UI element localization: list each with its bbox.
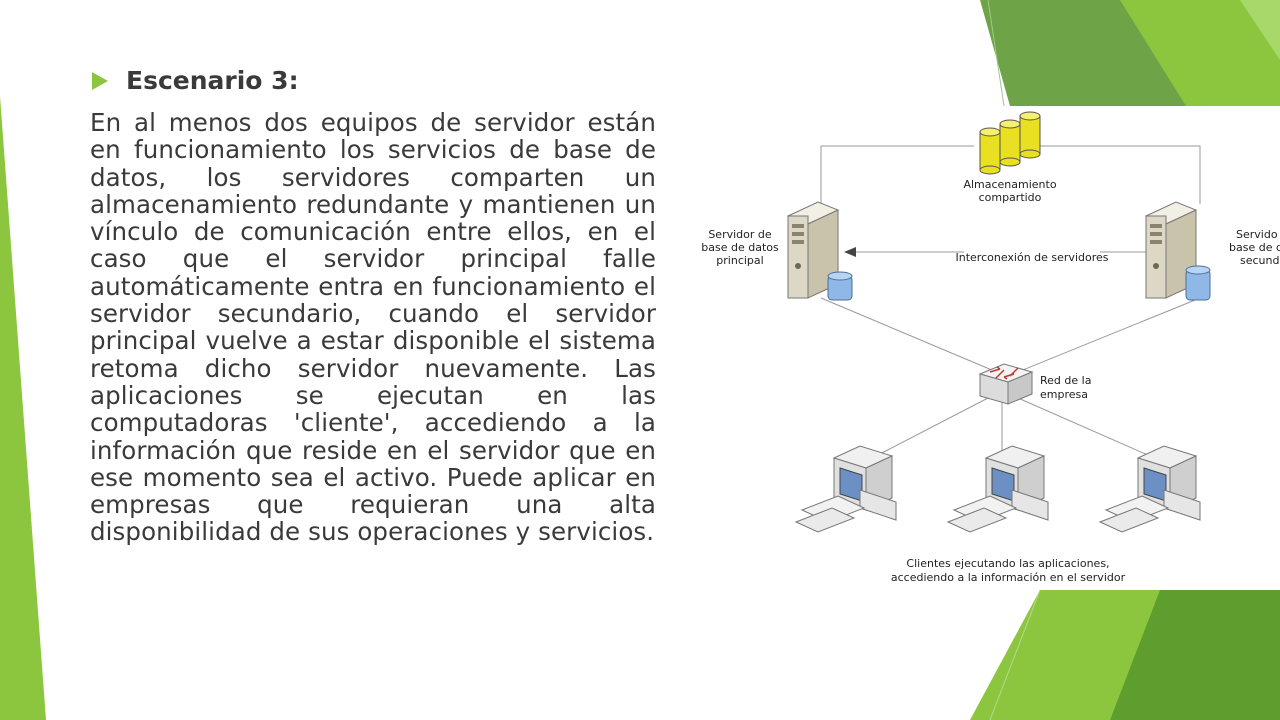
client-computer-icon-1: [794, 445, 897, 533]
client-computer-icon-3: [1098, 445, 1201, 533]
secondary-to-switch-line: [1007, 297, 1201, 377]
title-bullet-arrow: [92, 71, 108, 90]
slide-title: Escenario 3:: [92, 66, 299, 95]
bottom-right-dark-triangle: [1110, 590, 1280, 720]
primary-to-storage-line: [820, 145, 974, 204]
network-diagram: Almacenamiento compartido Servidor de ba…: [684, 106, 1280, 590]
network-label-line1: Red de la: [1040, 374, 1091, 387]
top-right-corner-triangle: [1240, 0, 1280, 60]
network-label-line2: empresa: [1040, 388, 1088, 401]
deco-line: [987, 0, 1005, 107]
arrow-left-icon: [844, 247, 856, 257]
body-paragraph: En al menos dos equipos de servidor está…: [90, 108, 656, 547]
secondary-server-icon: [1144, 201, 1211, 301]
diagram-connections: [820, 145, 1201, 457]
left-green-triangle: [0, 96, 46, 720]
title-text: Escenario 3:: [126, 66, 299, 95]
primary-server-icon: [786, 201, 853, 301]
network-switch-icon: [978, 363, 1034, 405]
deco-line-bottom: [989, 589, 1041, 720]
secondary-server-label-line2: base de d: [1229, 241, 1280, 254]
primary-server-label-line2: base de datos: [701, 241, 779, 254]
interconnect-label: Interconexión de servidores: [956, 251, 1109, 264]
storage-label-line1: Almacenamiento: [963, 178, 1056, 191]
switch-to-client3-line: [1017, 397, 1151, 457]
switch-to-client1-line: [875, 397, 989, 457]
client-computer-icon-2: [946, 445, 1049, 533]
storage-label-line2: compartido: [979, 191, 1042, 204]
primary-server-label-line1: Servidor de: [708, 228, 772, 241]
secondary-server-label-line1: Servido: [1236, 228, 1278, 241]
secondary-to-storage-line: [1036, 145, 1201, 204]
primary-server-label-line3: principal: [716, 254, 763, 267]
secondary-server-label-line3: secunda: [1240, 254, 1280, 267]
clients-label-line1: Clientes ejecutando las aplicaciones,: [906, 557, 1109, 570]
top-right-light-triangle: [1120, 0, 1280, 106]
clients-label-line2: accediendo a la información en el servid…: [891, 571, 1126, 584]
primary-to-switch-line: [820, 297, 1007, 377]
shared-storage-icon: [979, 111, 1041, 175]
